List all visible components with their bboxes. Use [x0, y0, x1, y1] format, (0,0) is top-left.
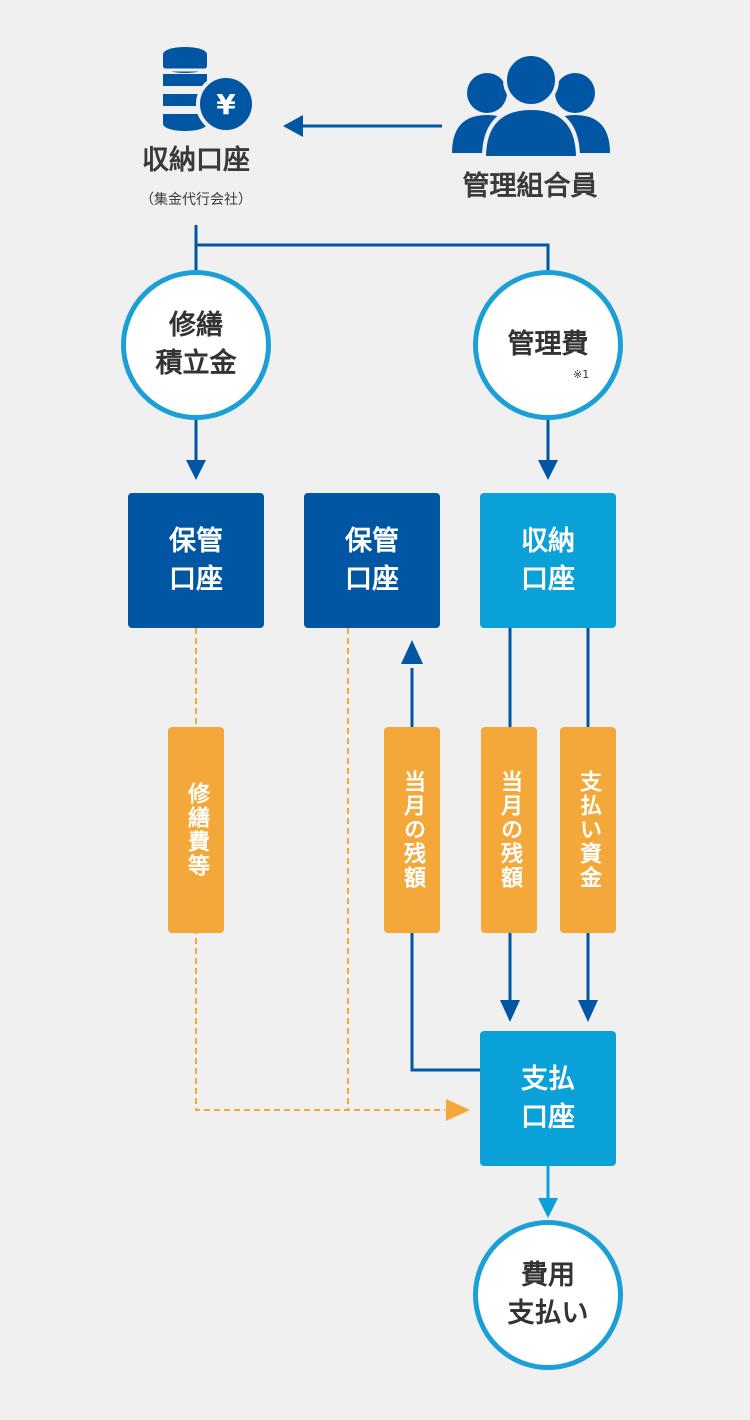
expense-payment-circle: 費用 支払い — [473, 1220, 623, 1370]
expense-payment-line-1: 費用 — [521, 1260, 575, 1291]
collection-account-box: 収納 口座 — [480, 493, 616, 628]
custody-account-2-line-2: 口座 — [345, 563, 399, 595]
collection-account-box-line-1: 収納 — [521, 525, 575, 557]
repair-cost-tag: 修繕費等 — [168, 727, 224, 933]
custody-account-1: 保管 口座 — [128, 493, 264, 628]
balance-tag-1: 当月の残額 — [384, 727, 440, 933]
repair-reserve-line-2: 積立金 — [155, 348, 237, 379]
payment-funds-tag: 支払い資金 — [560, 727, 616, 933]
payment-account-box: 支払 口座 — [480, 1031, 616, 1166]
balance-label-2: 当月の残額 — [497, 770, 522, 890]
management-fee-label: 管理費 — [507, 329, 589, 360]
collection-agency-label: （集金代行会社） — [140, 192, 252, 208]
repair-reserve-line-1: 修繕 — [169, 310, 223, 341]
custody-account-2-line-1: 保管 — [345, 525, 399, 557]
custody-account-1-line-1: 保管 — [169, 525, 223, 557]
custody-account-2: 保管 口座 — [304, 493, 440, 628]
balance-tag-2: 当月の残額 — [481, 727, 537, 933]
coins-icon: ¥ — [163, 47, 256, 134]
balance-label-1: 当月の残額 — [400, 770, 425, 890]
payment-account-box-line-1: 支払 — [521, 1063, 575, 1095]
payment-funds-label: 支払い資金 — [576, 770, 601, 890]
yen-symbol: ¥ — [216, 88, 236, 121]
expense-payment-line-2: 支払い — [507, 1298, 589, 1329]
custody-account-1-line-2: 口座 — [169, 563, 223, 595]
people-icon — [452, 52, 610, 160]
collection-account-box-line-2: 口座 — [521, 563, 575, 595]
repair-cost-label: 修繕費等 — [184, 782, 209, 878]
payment-account-box-line-2: 口座 — [521, 1101, 575, 1133]
collection-account-label: 収納口座 — [142, 145, 250, 176]
management-fee-circle: 管理費 ※1 — [473, 270, 623, 420]
management-fee-note: ※1 — [573, 368, 590, 381]
repair-reserve-circle: 修繕 積立金 — [121, 270, 271, 420]
members-label: 管理組合員 — [462, 171, 598, 202]
